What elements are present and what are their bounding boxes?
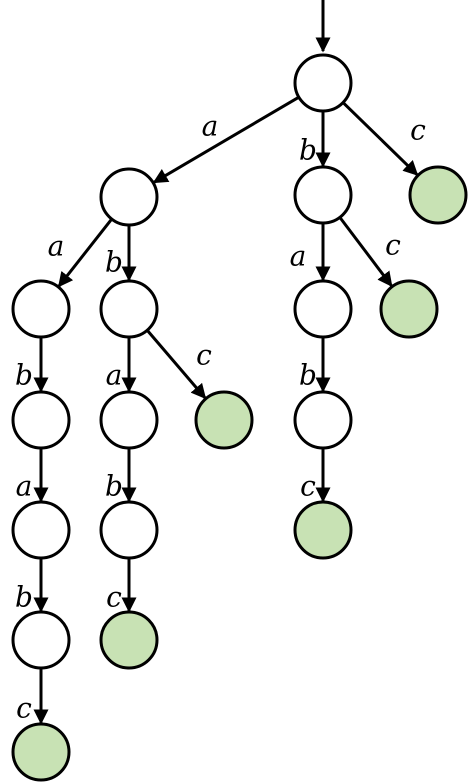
edge-label-a: a (16, 470, 33, 503)
state-node-root (293, 53, 353, 113)
state-node-aba (99, 390, 159, 450)
edge-label-b: b (105, 246, 123, 279)
edge-label-c: c (410, 114, 426, 147)
state-node-aabab (11, 610, 71, 670)
edge-label-b: b (15, 359, 33, 392)
edge-root-a (152, 95, 300, 184)
edge-label-a: a (106, 359, 123, 392)
edge-b-bc (338, 216, 393, 288)
state-node-abab (99, 500, 159, 560)
edge-a-aa (57, 218, 113, 288)
edge-label-c: c (385, 229, 401, 262)
accepting-state-node-abc (194, 390, 254, 450)
nodes-layer (11, 53, 468, 782)
edge-ab-abc (146, 329, 207, 400)
state-node-ba (293, 279, 353, 339)
state-node-b (293, 165, 353, 225)
edge-label-c: c (196, 339, 212, 372)
edge-label-c: c (300, 470, 316, 503)
edges-layer (33, 95, 419, 725)
state-node-ab (99, 279, 159, 339)
accepting-state-node-aababc (11, 722, 71, 782)
state-node-a (99, 167, 159, 227)
edge-root-c (342, 101, 419, 176)
edge-label-c: c (106, 581, 122, 614)
edge-label-b: b (15, 581, 33, 614)
edge-label-c: c (16, 692, 32, 725)
state-node-bab (293, 390, 353, 450)
accepting-state-node-bc (379, 279, 439, 339)
edge-label-b: b (299, 359, 317, 392)
edge-labels-layer: a b c a b a c b a c b a b c b c c (15, 110, 426, 725)
edge-label-a: a (290, 240, 307, 273)
accepting-state-node-c (408, 165, 468, 225)
edge-label-b: b (105, 470, 123, 503)
edge-label-a: a (202, 110, 219, 143)
state-node-aab (11, 390, 71, 450)
state-node-aaba (11, 500, 71, 560)
edge-label-a: a (48, 230, 65, 263)
accepting-state-node-ababc (99, 610, 159, 670)
state-node-aa (11, 279, 71, 339)
accepting-state-node-babc (293, 500, 353, 560)
edge-label-b: b (299, 134, 317, 167)
